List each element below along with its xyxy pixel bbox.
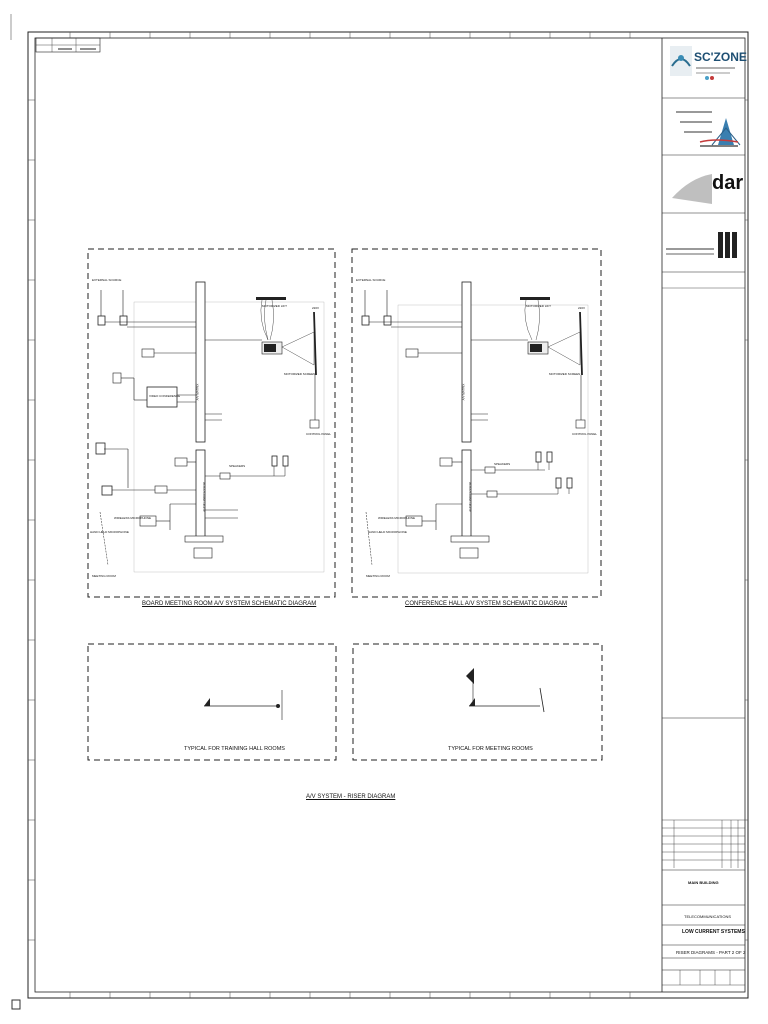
training-hall-label: TYPICAL FOR TRAINING HALL ROOMS <box>184 746 285 752</box>
speaker-4 <box>566 477 573 489</box>
authority-logo <box>676 111 741 147</box>
power-label: 220V <box>312 306 320 310</box>
sheet-inner-border <box>34 37 746 993</box>
speaker-1 <box>271 455 278 467</box>
hand-held-mic-label-2: HAND HELD MICROPHONE <box>368 530 407 534</box>
av-matrix-block <box>461 281 472 443</box>
board-room-title: BOARD MEETING ROOM A/V SYSTEM SCHEMATIC … <box>142 601 317 607</box>
motorized-screen <box>313 311 317 376</box>
training-hall-riser <box>87 643 337 761</box>
dar-logo <box>672 174 712 204</box>
riser-title: A/V SYSTEM - RISER DIAGRAM <box>306 794 396 800</box>
control-panel-label-2: CONTROL PANEL <box>572 432 598 436</box>
av-matrix-label: A/V MATRIX <box>195 383 200 401</box>
system-label: LOW CURRENT SYSTEMS <box>682 929 745 935</box>
consultant-logo <box>666 232 737 258</box>
external-source-2 <box>383 315 392 326</box>
control-panel-block <box>309 419 320 429</box>
motorized-lift-label: MOTORIZED LIFT <box>262 304 287 308</box>
audio-processor-label: AUDIO PROCESSOR <box>201 482 206 512</box>
wireless-mic-label: WIRELESS MICROPHONE <box>114 516 152 520</box>
speaker-2 <box>282 455 289 467</box>
control-panel-block <box>575 419 586 429</box>
hand-held-mic-label: HAND HELD MICROPHONE <box>90 530 129 534</box>
revision-table <box>662 819 745 868</box>
conference-hall-diagram <box>351 248 602 598</box>
external-source-label: EXTERNAL SOURCE <box>92 278 122 282</box>
speakers-label: SPEAKERS <box>229 464 246 468</box>
meeting-room-label: MEETING ROOM <box>92 574 116 578</box>
sczone-logo <box>670 46 735 80</box>
board-room-diagram <box>87 248 336 598</box>
audio-processor-label-2: AUDIO PROCESSOR <box>467 482 472 512</box>
motorized-screen <box>579 311 583 376</box>
video-conference-label: VIDEO CONFERENCE <box>149 394 181 398</box>
motorized-screen-label: MOTORIZED SCREEN <box>284 372 316 376</box>
external-source-1 <box>97 315 106 326</box>
control-panel-label: CONTROL PANEL <box>306 432 332 436</box>
external-source-2 <box>119 315 128 326</box>
external-source-label-2: EXTERNAL SOURCE <box>356 278 386 282</box>
meeting-rooms-label: TYPICAL FOR MEETING ROOMS <box>448 746 533 752</box>
grid-ticks <box>28 32 748 998</box>
speakers-label-2: SPEAKERS <box>494 462 511 466</box>
meeting-room-label-2: MEETING ROOM <box>366 574 390 578</box>
speaker-2 <box>546 451 553 463</box>
meeting-rooms-riser <box>352 643 603 761</box>
wireless-mic-label-2: WIRELESS MICROPHONE <box>378 516 416 520</box>
motorized-lift-label-2: MOTORIZED LIFT <box>526 304 551 308</box>
sheet-outer-border <box>27 31 749 999</box>
speaker-3 <box>555 477 562 489</box>
conference-hall-title: CONFERENCE HALL A/V SYSTEM SCHEMATIC DIA… <box>405 601 568 607</box>
project-title: MAIN BUILDING <box>688 880 719 885</box>
video-conference-block <box>146 386 178 408</box>
discipline-label: TELECOMMUNICATIONS <box>684 914 732 919</box>
motorized-screen-label-2: MOTORIZED SCREEN <box>549 372 581 376</box>
av-matrix-label-2: A/V MATRIX <box>461 383 466 401</box>
sczone-logo-text: SC'ZONE <box>694 50 747 64</box>
speaker-1 <box>535 451 542 463</box>
title-block <box>661 38 745 992</box>
external-source-1 <box>361 315 370 326</box>
drawing-title: RISER DIAGRAMS - PART 2 OF 2 <box>676 950 746 955</box>
power-label-2: 220V <box>578 306 586 310</box>
dar-logo-text: dar <box>712 172 744 194</box>
revision-block-top <box>35 37 101 53</box>
av-matrix-block <box>195 281 206 443</box>
